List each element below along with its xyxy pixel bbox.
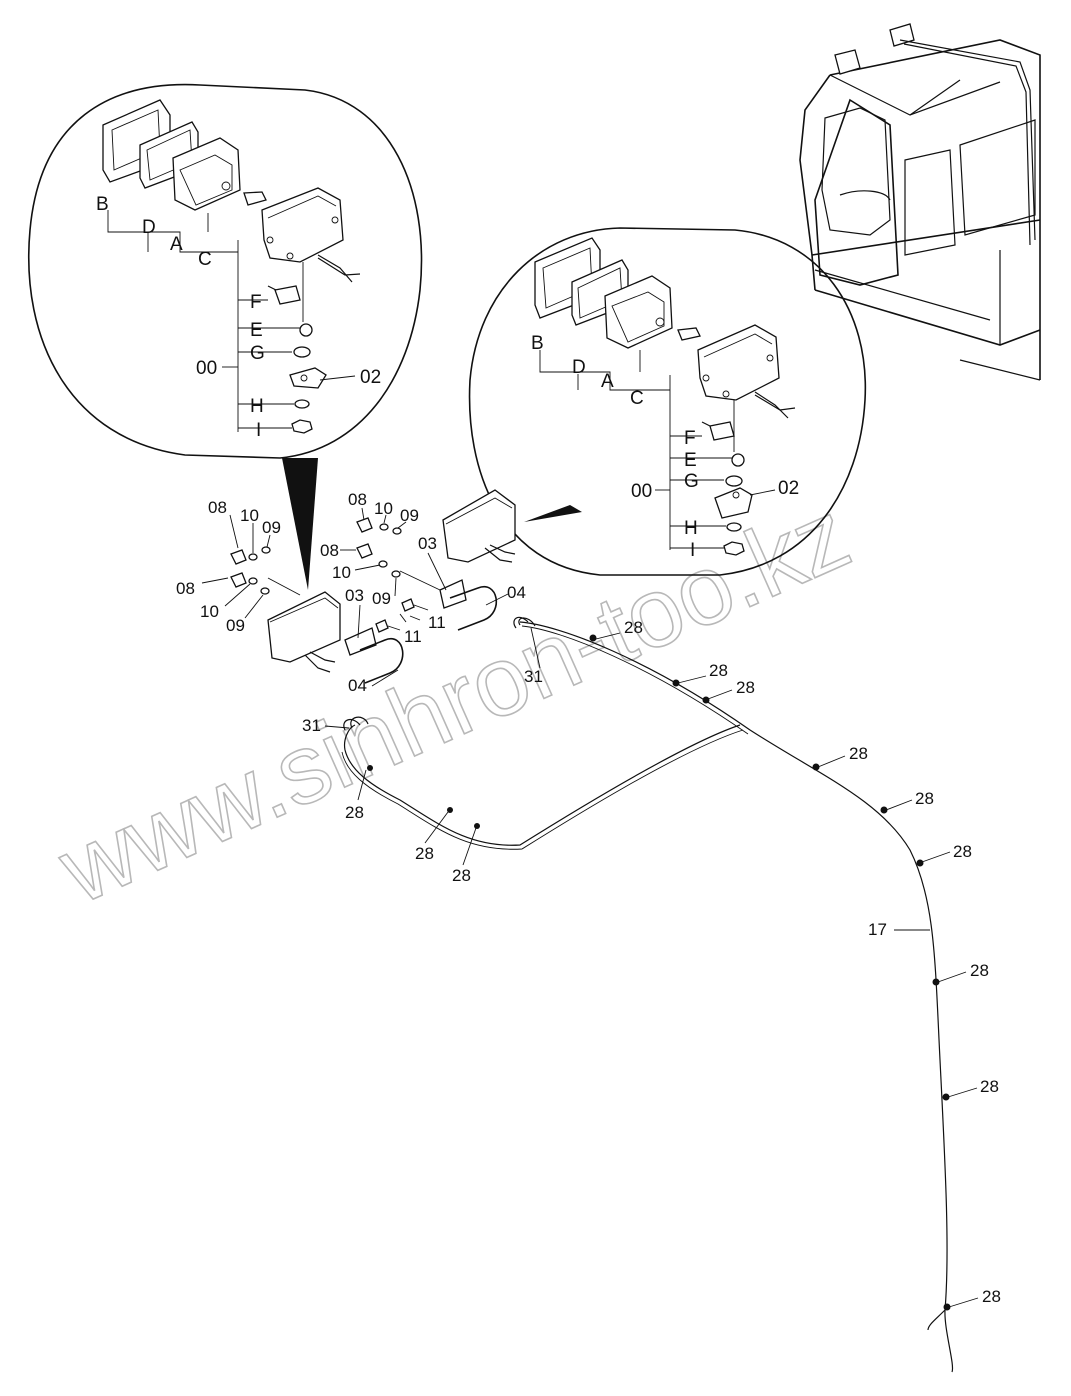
callout-28: 28: [736, 678, 755, 697]
callout-09: 09: [226, 616, 245, 635]
label-D-left: D: [142, 217, 156, 238]
callout-28: 28: [980, 1077, 999, 1096]
callout-28: 28: [915, 789, 934, 808]
label-C-left: C: [198, 249, 212, 270]
callout-04: 04: [348, 676, 367, 695]
callout-10: 10: [332, 563, 351, 582]
detail-bubble-right: B D A C F E G 00 02 H I: [468, 227, 867, 576]
callout-08: 08: [348, 490, 367, 509]
label-H-right: H: [684, 518, 698, 539]
callout-10: 10: [374, 499, 393, 518]
label-00-left: 00: [196, 358, 217, 379]
label-B-left: B: [96, 194, 109, 215]
label-I-right: I: [690, 540, 695, 561]
callout-03: 03: [418, 534, 437, 553]
callout-11: 11: [428, 613, 446, 632]
label-F-right: F: [684, 428, 696, 449]
callout-10: 10: [200, 602, 219, 621]
pointer-right: [524, 505, 582, 522]
detail-bubble-left: B D A C F E G 00 02 H I: [28, 83, 423, 590]
label-D-right: D: [572, 357, 586, 378]
callout-28: 28: [624, 618, 643, 637]
callout-28: 28: [982, 1287, 1001, 1306]
callout-09: 09: [372, 589, 391, 608]
callout-28: 28: [970, 961, 989, 980]
callout-17: 17: [868, 920, 887, 939]
callout-28: 28: [452, 866, 471, 885]
callout-28: 28: [849, 744, 868, 763]
cab-illustration: [799, 23, 1041, 381]
label-E-right: E: [684, 450, 697, 471]
callout-03: 03: [345, 586, 364, 605]
label-G-right: G: [684, 471, 699, 492]
callout-31: 31: [302, 716, 321, 735]
label-A-left: A: [170, 234, 183, 255]
callout-08: 08: [176, 579, 195, 598]
label-02-left: 02: [360, 367, 381, 388]
label-A-right: A: [601, 371, 614, 392]
callout-numbers: 08 10 09 08 10 09 08 10 09 08 10 09 03 0…: [176, 490, 1001, 1306]
callout-28: 28: [345, 803, 364, 822]
label-H-left: H: [250, 396, 264, 417]
callout-28: 28: [415, 844, 434, 863]
pointer-left: [282, 458, 318, 590]
label-I-left: I: [256, 420, 261, 441]
left-lamp-assembly: [230, 546, 404, 684]
label-B-right: B: [531, 333, 544, 354]
label-C-right: C: [630, 388, 644, 409]
callout-04: 04: [507, 583, 526, 602]
label-E-left: E: [250, 320, 263, 341]
callout-08: 08: [208, 498, 227, 517]
callout-09: 09: [400, 506, 419, 525]
callout-09: 09: [262, 518, 281, 537]
callout-28: 28: [953, 842, 972, 861]
label-G-left: G: [250, 343, 265, 364]
label-00-right: 00: [631, 481, 652, 502]
callout-08: 08: [320, 541, 339, 560]
label-F-left: F: [250, 292, 262, 313]
harness-17: [341, 616, 954, 1373]
callout-11: 11: [404, 627, 422, 646]
label-02-right: 02: [778, 478, 799, 499]
callout-31: 31: [524, 667, 543, 686]
callout-10: 10: [240, 506, 259, 525]
callout-leaders: [201, 507, 979, 1308]
callout-28: 28: [709, 661, 728, 680]
right-lamp-assembly: [356, 489, 516, 631]
